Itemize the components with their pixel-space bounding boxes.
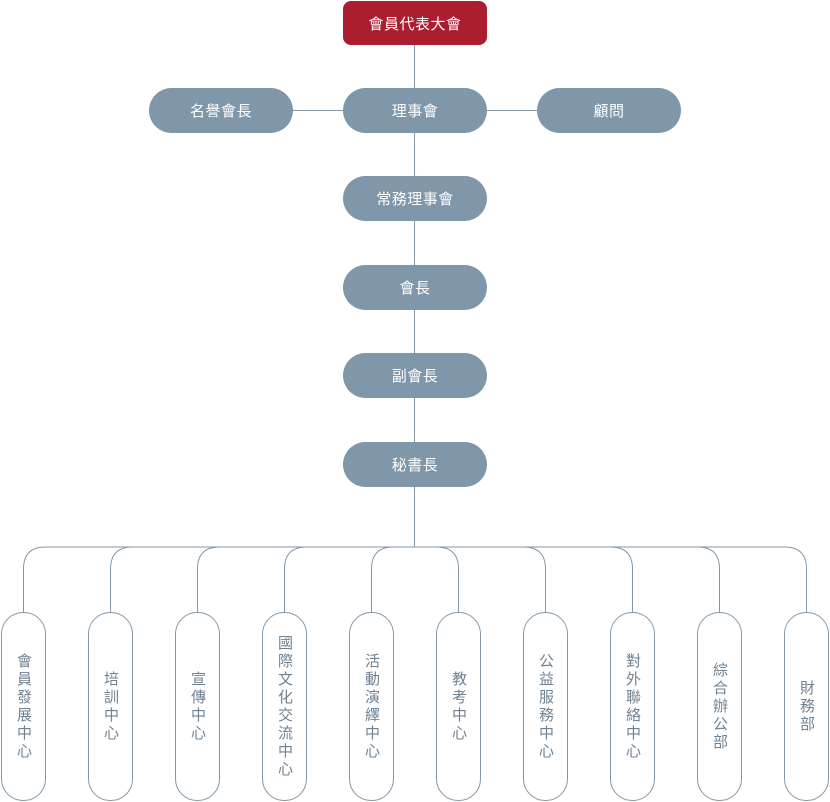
branch-connector: [197, 546, 415, 612]
branch-connector: [284, 546, 415, 612]
node-board-of-directors: 理事會: [343, 88, 487, 133]
dept-node: 財務部: [784, 612, 829, 801]
dept-node: 綜合辦公部: [697, 612, 742, 801]
branch-connector: [23, 546, 415, 612]
department-branches: [23, 546, 807, 612]
dept-node: 宣傳中心: [175, 612, 220, 801]
branch-connector: [414, 546, 633, 612]
dept-node: 對外聯絡中心: [610, 612, 655, 801]
node-honorary-president: 名譽會長: [149, 88, 293, 133]
node-vice-president: 副會長: [343, 353, 487, 398]
dept-label: 綜合辦公部: [711, 661, 729, 752]
branch-connector: [414, 546, 807, 612]
dept-label: 宣傳中心: [189, 670, 207, 743]
dept-label: 對外聯絡中心: [624, 652, 642, 761]
dept-label: 教考中心: [450, 670, 468, 743]
node-standing-board: 常務理事會: [343, 176, 487, 221]
dept-node: 教考中心: [436, 612, 481, 801]
node-president: 會長: [343, 265, 487, 310]
root-node-members-assembly: 會員代表大會: [343, 1, 487, 45]
dept-label: 活動演繹中心: [363, 652, 381, 761]
branch-connector: [371, 546, 415, 612]
dept-label: 會員發展中心: [15, 652, 33, 761]
node-advisor: 顧問: [537, 88, 681, 133]
dept-node: 活動演繹中心: [349, 612, 394, 801]
branch-connector: [414, 546, 546, 612]
dept-node: 公益服務中心: [523, 612, 568, 801]
branch-connector: [414, 546, 720, 612]
dept-label: 公益服務中心: [537, 652, 555, 761]
dept-node: 會員發展中心: [1, 612, 46, 801]
dept-node: 國際文化交流中心: [262, 612, 307, 801]
dept-label: 培訓中心: [102, 670, 120, 743]
dept-node: 培訓中心: [88, 612, 133, 801]
node-secretary-general: 秘書長: [343, 442, 487, 487]
branch-connector: [110, 546, 415, 612]
dept-label: 國際文化交流中心: [276, 634, 294, 779]
dept-label: 財務部: [798, 679, 816, 734]
branch-connector: [414, 546, 459, 612]
